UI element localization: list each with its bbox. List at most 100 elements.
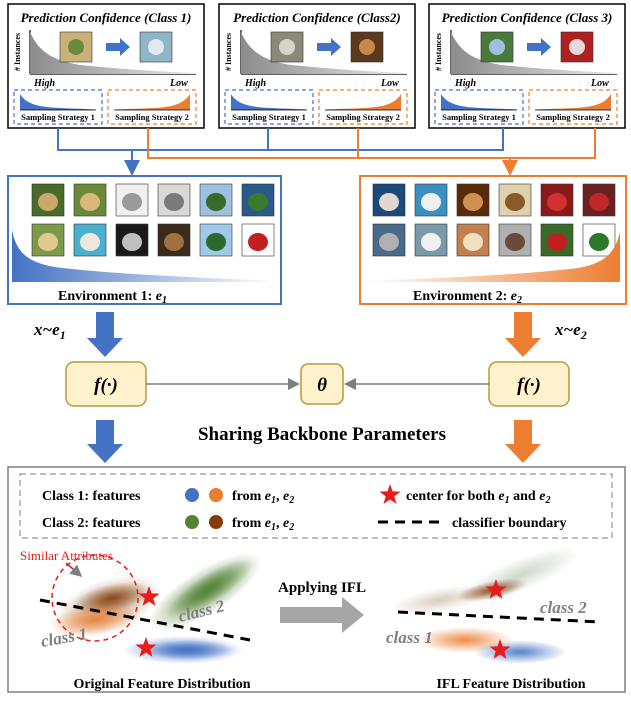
- env1-thumb-detail-0-2: [122, 193, 142, 211]
- panel-3-strategy-2-label: Sampling Strategy 2: [536, 112, 610, 122]
- env1-thumb-detail-1-1: [80, 233, 100, 251]
- env2-thumb-detail-0-4: [547, 193, 567, 211]
- ifl-class1-label: class 1: [386, 628, 433, 647]
- legend-class2-label: Class 2: features: [42, 516, 141, 531]
- environment-1: Environment 1: e1: [7, 175, 282, 306]
- panel-1-strategy-2-curve: [114, 94, 190, 110]
- applying-ifl-label: Applying IFL: [278, 580, 366, 596]
- panel-2-strategy-2-curve: [325, 94, 401, 110]
- sampling-right-label: x~e2: [554, 320, 587, 342]
- ifl-center-star-2: [489, 639, 511, 659]
- env2-thumb-detail-0-2: [463, 193, 483, 211]
- env2-thumb-detail-1-3: [505, 233, 525, 251]
- env1-thumb-detail-1-5: [248, 233, 268, 251]
- panel-3-title: Prediction Confidence (Class 3): [442, 10, 613, 25]
- env1-thumb-detail-0-5: [248, 193, 268, 211]
- env1-thumb-detail-0-3: [164, 193, 184, 211]
- similar-attributes-circle: [51, 554, 139, 642]
- panel-3-strategy-2-curve: [535, 94, 611, 110]
- legend-class2-from: from e1, e2: [232, 516, 294, 533]
- panel-2-title: Prediction Confidence (Class2): [233, 10, 401, 25]
- sampling-left-label: x~e1: [33, 320, 66, 342]
- panel-2-strategy-1-label: Sampling Strategy 1: [232, 112, 306, 122]
- sharing-backbone-label: Sharing Backbone Parameters: [198, 424, 446, 445]
- env2-thumb-detail-0-1: [421, 193, 441, 211]
- panel-1-thumb-high-detail: [68, 39, 84, 55]
- env2-thumb-detail-0-5: [589, 193, 609, 211]
- environment-2: Environment 2: e2: [359, 175, 627, 306]
- panel-1-title: Prediction Confidence (Class 1): [21, 10, 192, 25]
- arrow-down-orange-2: [505, 420, 541, 463]
- panel-2-low-label: Low: [380, 78, 399, 89]
- arrow-down-blue-1: [87, 312, 123, 357]
- panel-2-thumb-high-detail: [279, 39, 295, 55]
- panel-3-strategy-1-label: Sampling Strategy 1: [442, 112, 516, 122]
- panel-1-arrow-icon: [106, 38, 130, 56]
- environment-1-label: Environment 1: e1: [58, 289, 167, 306]
- environment-2-thumbnails: [372, 183, 616, 257]
- ifl-distribution-title: IFL Feature Distribution: [436, 677, 585, 692]
- env2-thumb-detail-1-5: [589, 233, 609, 251]
- panel-3-high-label: High: [454, 78, 477, 89]
- env2-thumb-detail-1-2: [463, 233, 483, 251]
- similar-attributes-label: Similar Attributes: [20, 548, 113, 563]
- legend-blue-dot: [185, 488, 199, 502]
- legend-green-dot: [185, 515, 199, 529]
- panel-1-ylabel: # Instances: [13, 33, 22, 71]
- theta-node: θ: [300, 363, 344, 405]
- panel-1-curve: [30, 32, 196, 74]
- panel-2-high-label: High: [244, 78, 267, 89]
- confidence-panels: Prediction Confidence (Class 1) # Instanc…: [7, 3, 626, 129]
- confidence-panel-1: Prediction Confidence (Class 1) # Instanc…: [7, 3, 205, 129]
- legend-star-icon: [379, 484, 401, 504]
- env1-thumb-detail-0-1: [80, 193, 100, 211]
- panel-1-thumb-low-detail: [148, 39, 164, 55]
- env2-thumb-detail-0-3: [505, 193, 525, 211]
- panel-2-strategy-2-label: Sampling Strategy 2: [326, 112, 400, 122]
- panel-2-arrow-icon: [317, 38, 341, 56]
- original-center-star-1: [138, 586, 160, 606]
- env2-thumb-detail-1-1: [421, 233, 441, 251]
- panel-3-thumb-low-detail: [569, 39, 585, 55]
- environment-1-thumbnails: [31, 183, 275, 257]
- original-center-star-2: [135, 637, 157, 657]
- f-right-node: f(·): [488, 361, 570, 407]
- panel-connectors: [57, 128, 596, 176]
- original-scatter: [39, 552, 262, 664]
- legend-class1-label: Class 1: features: [42, 489, 141, 504]
- environment-2-distribution: [365, 232, 620, 282]
- legend-class1-from: from e1, e2: [232, 489, 294, 506]
- arrow-down-blue-2: [87, 420, 123, 463]
- theta-box: [300, 363, 344, 405]
- sampling-left: x~e1: [33, 320, 66, 342]
- panel-1-low-label: Low: [169, 78, 188, 89]
- panel-3-low-label: Low: [590, 78, 609, 89]
- panel-3-thumb-low: [560, 31, 594, 63]
- env2-thumb-detail-0-0: [379, 193, 399, 211]
- env1-thumb-detail-1-0: [38, 233, 58, 251]
- legend-boundary-label: classifier boundary: [452, 516, 566, 531]
- environment-2-label: Environment 2: e2: [413, 289, 522, 306]
- theta-label: θ: [317, 375, 327, 396]
- legend-box: [19, 473, 613, 539]
- env1-thumb-detail-1-3: [164, 233, 184, 251]
- similar-attributes-pointer: [65, 562, 83, 577]
- panel-1-high-label: High: [33, 78, 56, 89]
- panel-3-arrow-icon: [527, 38, 551, 56]
- legend-orange-dot: [209, 488, 223, 502]
- ifl-class2-label: class 2: [540, 598, 587, 617]
- f-right-label: f(·): [517, 375, 541, 396]
- environment-1-distribution: [12, 230, 277, 282]
- env2-thumb-1-2: [456, 223, 490, 257]
- panel-3-strategy-1-curve: [441, 94, 517, 110]
- applying-ifl-arrow: [280, 597, 364, 633]
- panel-3-thumb-high-detail: [489, 39, 505, 55]
- panel-2-thumb-low-detail: [359, 39, 375, 55]
- f-left-label: f(·): [94, 375, 118, 396]
- legend: Class 1: features from e1, e2 Class 2: f…: [42, 484, 566, 533]
- env1-thumb-detail-0-0: [38, 193, 58, 211]
- env1-thumb-detail-1-4: [206, 233, 226, 251]
- panel-2-strategy-1-curve: [231, 94, 307, 110]
